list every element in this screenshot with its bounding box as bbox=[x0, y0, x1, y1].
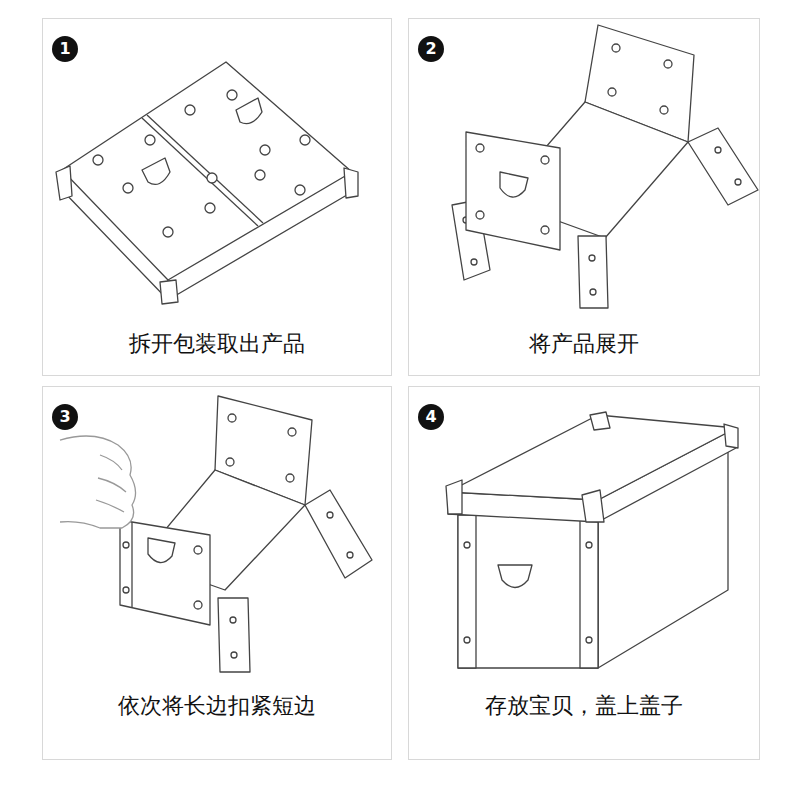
step-caption: 拆开包装取出产品 bbox=[129, 331, 305, 356]
folded-box bbox=[56, 62, 358, 304]
step-panel: 3 依次将长边扣紧短边 bbox=[42, 386, 392, 760]
step-number: 4 bbox=[425, 407, 436, 426]
step-number-badge: 2 bbox=[418, 36, 444, 62]
step-caption: 存放宝贝，盖上盖子 bbox=[485, 693, 683, 718]
step-number: 3 bbox=[59, 407, 70, 426]
step-panel: 2 将产品展开 bbox=[408, 18, 760, 376]
step-caption: 依次将长边扣紧短边 bbox=[118, 693, 316, 718]
step-caption: 将产品展开 bbox=[529, 331, 639, 356]
step-number-badge: 4 bbox=[418, 404, 444, 430]
step-panel: 1 拆开包装取出产品 bbox=[42, 18, 392, 376]
step-caption-box: 拆开包装取出产品 bbox=[43, 329, 391, 359]
assembling-box bbox=[60, 396, 372, 672]
assembled-box bbox=[446, 412, 738, 668]
unfolded-box bbox=[452, 25, 758, 308]
step-caption-box: 将产品展开 bbox=[409, 329, 759, 359]
step-panel: 4 存放宝贝，盖上盖子 bbox=[408, 386, 760, 760]
step-number: 1 bbox=[59, 39, 70, 58]
step-number-badge: 3 bbox=[52, 404, 78, 430]
step-caption-box: 存放宝贝，盖上盖子 bbox=[409, 691, 759, 721]
step-caption-box: 依次将长边扣紧短边 bbox=[43, 691, 391, 721]
step-number: 2 bbox=[425, 39, 436, 58]
step-number-badge: 1 bbox=[52, 36, 78, 62]
